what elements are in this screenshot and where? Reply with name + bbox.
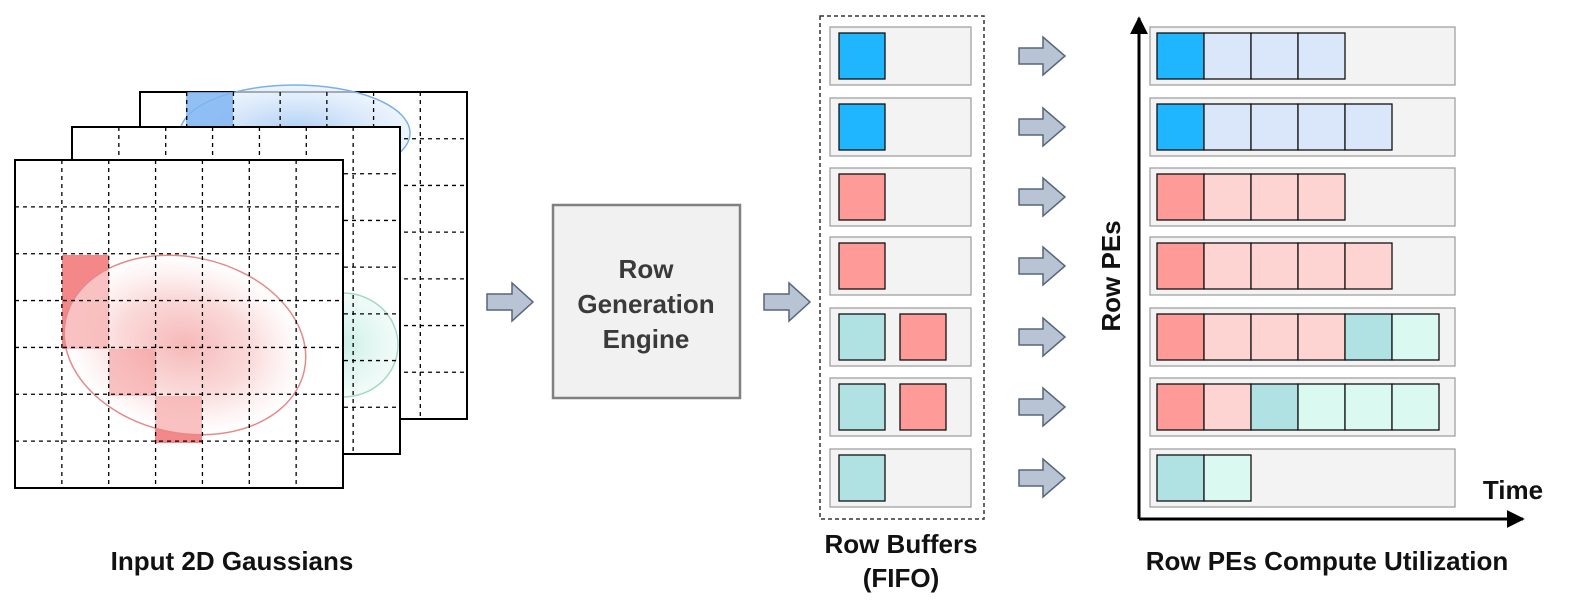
pe-work-cell-red-light <box>1250 242 1299 290</box>
pe-work-cell-red-light <box>1297 173 1346 221</box>
pe-work-cell-red-light <box>1203 242 1252 290</box>
utilization-caption: Row PEs Compute Utilization <box>1146 546 1509 576</box>
pe-work-cell-blue-light <box>1203 32 1252 80</box>
pe-work-cell-red-dark <box>1156 173 1205 221</box>
pe-work-cell-blue-light <box>1344 103 1393 151</box>
buffer-entry-blue <box>838 32 886 80</box>
pe-work-cell-red-light <box>1297 242 1346 290</box>
buffer-arrow-3 <box>1018 176 1067 218</box>
pe-work-cell-teal-dark <box>1250 383 1299 431</box>
pe-work-cell-red-light <box>1203 383 1252 431</box>
buffer-arrow-2 <box>1018 106 1067 148</box>
pe-work-cell-blue-light <box>1297 103 1346 151</box>
x-axis-label: Time <box>1483 475 1543 505</box>
pe-work-cell-teal-dark <box>1344 313 1393 361</box>
buffers-caption-line1: Row Buffers <box>824 529 977 559</box>
arrow-engine-to-buffers <box>763 281 812 323</box>
engine-label-line2: Generation <box>577 289 714 319</box>
pe-work-cell-teal-light <box>1344 383 1393 431</box>
buffer-arrow-6 <box>1018 386 1067 428</box>
buffers-caption-line2: (FIFO) <box>863 563 940 593</box>
pe-work-cell-red-light <box>1344 242 1393 290</box>
pe-work-cell-red-dark <box>1156 313 1205 361</box>
pe-work-cell-teal-light <box>1391 313 1440 361</box>
gaussian-layer-front <box>14 159 344 489</box>
red-gaussian <box>63 254 307 436</box>
pe-work-cell-red-light <box>1297 313 1346 361</box>
pe-work-cell-red-dark <box>1156 242 1205 290</box>
buffer-entry-teal <box>838 313 886 361</box>
buffer-arrow-4 <box>1018 245 1067 287</box>
pe-work-cell-blue-dark <box>1156 103 1205 151</box>
pe-work-cell-teal-light <box>1391 383 1440 431</box>
buffer-entry-blue <box>838 103 886 151</box>
pe-work-cell-red-light <box>1203 173 1252 221</box>
pe-work-cell-blue-light <box>1297 32 1346 80</box>
buffer-entry-red <box>838 173 886 221</box>
buffer-arrow-5 <box>1018 316 1067 358</box>
row-buffers <box>829 26 972 508</box>
row-pe-utilization <box>1149 26 1456 508</box>
input-caption: Input 2D Gaussians <box>111 546 354 576</box>
buffer-entry-red <box>899 383 947 431</box>
buffer-entry-teal <box>838 454 886 502</box>
pe-work-cell-red-dark <box>1156 383 1205 431</box>
pe-work-cell-blue-dark <box>1156 32 1205 80</box>
y-axis-label: Row PEs <box>1096 220 1126 331</box>
row-buffers-frame <box>819 15 985 520</box>
buffer-entry-red <box>838 242 886 290</box>
arrow-input-to-engine <box>486 281 535 323</box>
engine-label-line3: Engine <box>603 324 690 354</box>
buffer-arrow-1 <box>1018 35 1067 77</box>
row-generation-engine: Row Generation Engine <box>551 203 742 400</box>
pe-work-cell-red-light <box>1250 173 1299 221</box>
pe-work-cell-blue-light <box>1250 32 1299 80</box>
pe-work-cell-red-light <box>1203 313 1252 361</box>
buffer-arrow-7 <box>1018 457 1067 499</box>
buffer-entry-teal <box>838 383 886 431</box>
pe-work-cell-red-light <box>1250 313 1299 361</box>
grid-lines-front <box>15 160 343 488</box>
pe-work-cell-blue-light <box>1250 103 1299 151</box>
pe-work-cell-teal-dark <box>1156 454 1205 502</box>
pe-work-cell-teal-light <box>1297 383 1346 431</box>
pe-work-cell-blue-light <box>1203 103 1252 151</box>
pe-work-cell-teal-light <box>1203 454 1252 502</box>
engine-label-line1: Row <box>619 254 675 284</box>
buffer-output-arrows <box>1018 35 1067 499</box>
buffer-entry-red <box>899 313 947 361</box>
